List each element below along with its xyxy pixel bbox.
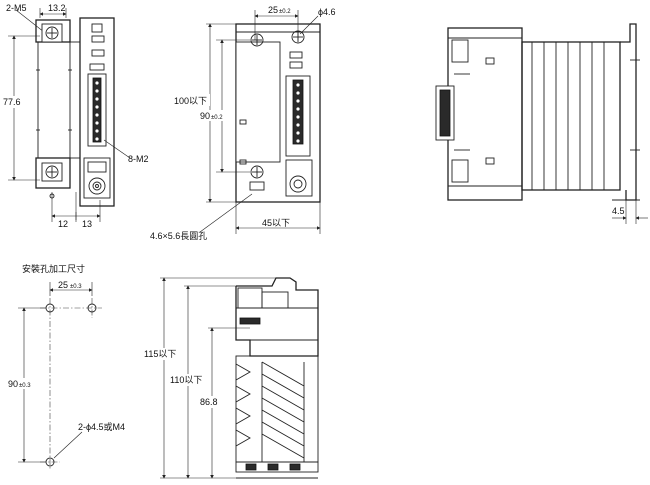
side-hole-dia: ϕ4.6 <box>318 7 336 17</box>
side-top-pitch: 25 <box>268 5 278 15</box>
side-width-max: 45以下 <box>262 218 290 228</box>
mount-title: 安裝孔加工尺寸 <box>22 263 85 274</box>
back-view: 4.5 <box>435 23 648 224</box>
front-width-top: 13.2 <box>48 3 66 13</box>
profile-view: 115以下 110以下 86.8 <box>142 277 319 479</box>
mount-pitch-y: 90 <box>8 379 18 389</box>
mount-hole-leader <box>53 431 83 459</box>
mount-pitch-x: 25 <box>58 280 68 290</box>
back-offset: 4.5 <box>612 206 625 216</box>
hole-leader <box>299 15 319 35</box>
mount-pitch-x-tol: ±0.3 <box>70 284 82 290</box>
front-view: 2-M5 13.2 77.6 <box>2 3 149 229</box>
front-bottom-right: 13 <box>82 219 92 229</box>
mount-hole-top-right <box>87 303 97 313</box>
side-height-max: 100以下 <box>174 96 207 106</box>
profile-h-total: 115以下 <box>144 349 176 359</box>
mount-hole-label: 2-ϕ4.5或M4 <box>78 421 125 432</box>
front-screw-leader <box>15 9 45 33</box>
profile-h-body: 110以下 <box>170 375 202 385</box>
front-bottom-left: 12 <box>58 219 68 229</box>
mounting-hole-view: 安裝孔加工尺寸 25 ±0.3 90 ±0.3 2-ϕ4.5或M4 <box>6 263 125 470</box>
side-view: 25 ±0.2 ϕ4.6 100以下 <box>150 5 336 241</box>
side-height-pitch: 90 <box>200 111 210 121</box>
slot-leader <box>199 193 253 233</box>
front-screw-label: 2-M5 <box>6 3 27 13</box>
front-height: 77.6 <box>3 97 21 107</box>
terminal-label: 8-M2 <box>128 154 149 164</box>
mount-pitch-y-tol: ±0.3 <box>19 383 31 389</box>
terminal-leader <box>103 139 131 159</box>
side-slot-label: 4.6×5.6長圓孔 <box>150 231 207 241</box>
side-top-tol: ±0.2 <box>279 9 291 15</box>
side-height-tol: ±0.2 <box>211 115 223 121</box>
profile-h-fin: 86.8 <box>200 397 218 407</box>
